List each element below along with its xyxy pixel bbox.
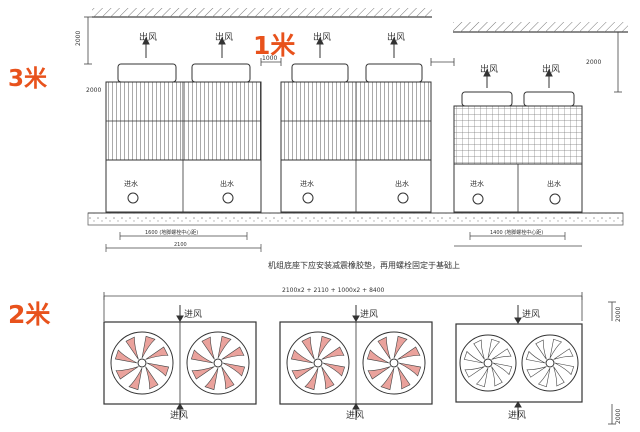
ground-base [87, 212, 624, 226]
inlet-label-bottom-3: 进风 [508, 410, 526, 421]
fan-icon [286, 331, 350, 395]
installation-note: 机组底座下应安装减震橡胶垫，再用螺栓固定于基础上 [268, 260, 460, 270]
outlet-label-6: 出风 [542, 63, 560, 75]
inlet-label-top-2: 进风 [360, 309, 378, 320]
water-in-label-3: 进水 [470, 179, 484, 188]
dim-1000-gap: 1000 [262, 55, 277, 62]
water-out-label-2: 出水 [395, 179, 409, 188]
label-3m: 3米 [8, 66, 48, 92]
fan-icon [186, 331, 250, 395]
dim-1400: 1400 (地脚螺栓中心距) [490, 229, 543, 236]
unit-2-elevation [280, 63, 432, 213]
fan-icon [459, 334, 517, 392]
plan-total-dimension [103, 292, 583, 321]
water-in-label-2: 进水 [300, 179, 314, 188]
inlet-label-top-1: 进风 [184, 309, 202, 320]
fan-group [110, 331, 579, 395]
plan-dim-right [608, 301, 616, 425]
dim-gap-1 [260, 58, 282, 66]
label-2m: 2米 [8, 300, 51, 329]
outlet-label-3: 出风 [313, 31, 331, 43]
outlet-label-1: 出风 [139, 31, 157, 43]
water-out-label-3: 出水 [547, 179, 561, 188]
outlet-label-2: 出风 [215, 31, 233, 43]
dim-2000-right: 2000 [586, 59, 601, 66]
outlet-arrows [142, 36, 553, 88]
fan-icon [110, 331, 174, 395]
dim-2000-left-b: 2000 [86, 87, 101, 94]
dim-vertical-left [84, 16, 92, 65]
fan-icon [521, 334, 579, 392]
plan-dim-2000-bottom: 2000 [615, 409, 622, 424]
dim-2000-left: 2000 [75, 31, 82, 46]
inlet-label-bottom-2: 进风 [346, 410, 364, 421]
ceiling-left [92, 8, 432, 18]
plan-dim-2000-top: 2000 [615, 307, 622, 322]
unit-3-elevation [453, 91, 583, 213]
inlet-label-top-3: 进风 [522, 309, 540, 320]
total-dim-label: 2100x2 + 2110 + 1000x2 + 8400 [282, 287, 385, 294]
outlet-label-5: 出风 [480, 63, 498, 75]
dim-1600: 1600 (地脚螺栓中心距) [145, 229, 198, 236]
dim-under-unit-3 [454, 232, 582, 247]
water-in-label-1: 进水 [124, 179, 138, 188]
inlet-arrows [176, 305, 522, 420]
dim-under-unit-1 [105, 232, 262, 252]
label-1m: 1米 [253, 31, 296, 60]
outlet-label-4: 出风 [387, 31, 405, 43]
dim-2100: 2100 [174, 242, 187, 248]
ceiling-right [453, 22, 628, 33]
unit-1-elevation [105, 63, 262, 213]
dim-gap-2 [430, 58, 455, 66]
water-out-label-1: 出水 [220, 179, 234, 188]
dim-vertical-right [614, 31, 622, 93]
fan-icon [362, 331, 426, 395]
inlet-label-bottom-1: 进风 [170, 410, 188, 421]
